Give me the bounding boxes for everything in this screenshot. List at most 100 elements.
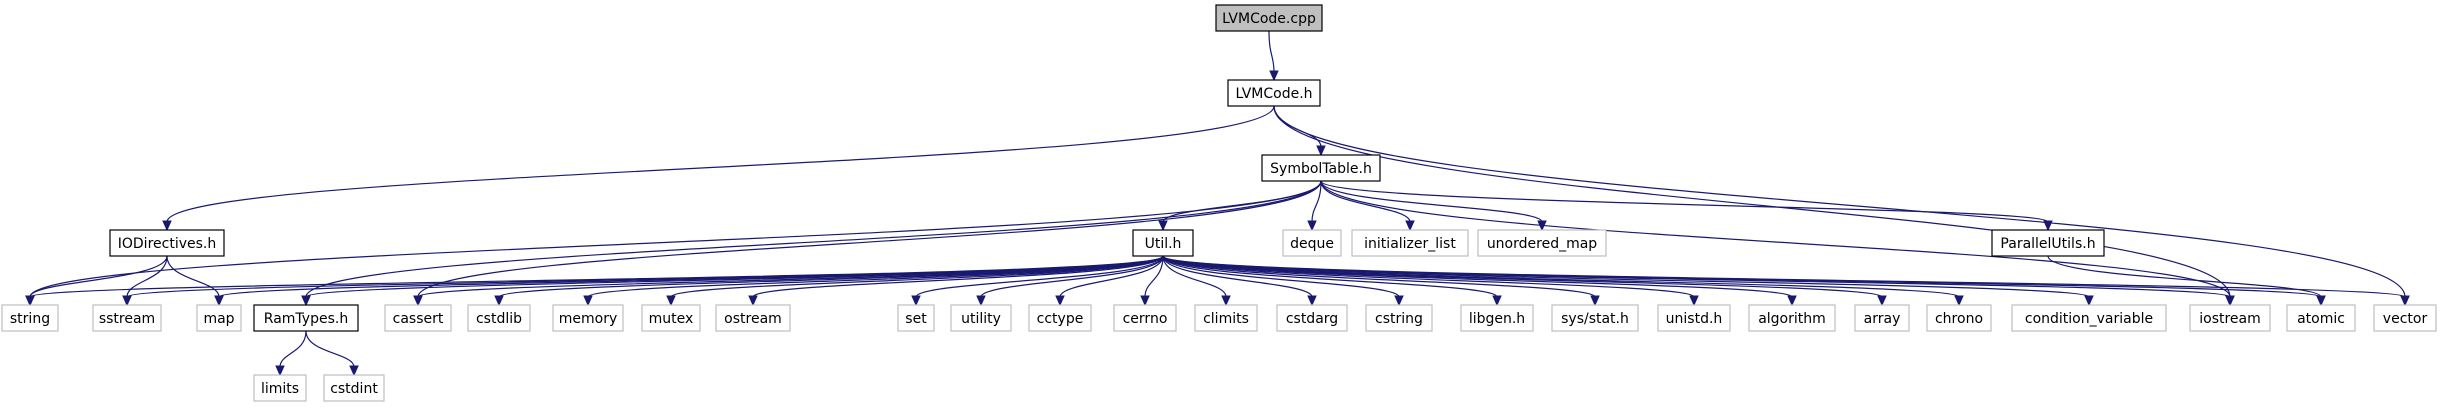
node-cstring: cstring: [1365, 304, 1433, 332]
node-box-lvmcode_h[interactable]: [1227, 79, 1321, 107]
edge-iodirectives_h-to-sstream: [126, 255, 168, 298]
arrowhead-util_h-to-sstream: [122, 295, 132, 307]
node-label-string: string: [10, 311, 50, 327]
node-box-iodirectives_h[interactable]: [109, 229, 225, 257]
arrowhead-util_h-to-utility: [976, 295, 986, 307]
node-lvmcode_cpp[interactable]: LVMCode.cpp: [1215, 4, 1323, 32]
edge-symboltable_h-to-unordered_map: [1320, 180, 1543, 223]
edge-symboltable_h-to-parallelutils_h: [1320, 180, 2049, 223]
edge-symboltable_h-to-string: [29, 180, 1322, 298]
node-ramtypes_h[interactable]: RamTypes.h: [253, 304, 359, 332]
node-label-array: array: [1864, 311, 1901, 327]
edge-util_h-to-sys_stat_h: [1162, 255, 1596, 298]
node-label-cstdint: cstdint: [330, 381, 378, 397]
edge-util_h-to-cstring: [1162, 255, 1400, 298]
node-box-map: [196, 304, 242, 332]
node-box-libgen_h: [1460, 304, 1534, 332]
arrowhead-util_h-to-mutex: [666, 295, 676, 307]
node-libgen_h: libgen.h: [1460, 304, 1534, 332]
edge-util_h-to-unistd_h: [1162, 255, 1695, 298]
node-box-parallelutils_h[interactable]: [1991, 229, 2105, 257]
node-box-iostream: [2189, 304, 2271, 332]
node-label-util_h: Util.h: [1145, 236, 1182, 252]
arrowhead-symboltable_h-to-deque: [1307, 220, 1317, 232]
edge-util_h-to-cstdarg: [1162, 255, 1313, 298]
node-climits: climits: [1194, 304, 1258, 332]
node-box-cstdint: [323, 374, 385, 402]
node-memory: memory: [552, 304, 624, 332]
arrowhead-lvmcode_h-to-iodirectives_h: [162, 220, 172, 232]
node-label-iostream: iostream: [2199, 311, 2261, 327]
node-condition_variable: condition_variable: [2011, 304, 2167, 332]
arrowhead-symboltable_h-to-parallelutils_h: [2043, 220, 2053, 232]
node-label-unordered_map: unordered_map: [1487, 236, 1597, 252]
node-algorithm: algorithm: [1748, 304, 1836, 332]
node-box-ramtypes_h[interactable]: [253, 304, 359, 332]
node-box-ostream: [715, 304, 791, 332]
node-label-symboltable_h: SymbolTable.h: [1270, 161, 1372, 177]
edge-util_h-to-algorithm: [1162, 255, 1793, 298]
node-parallelutils_h[interactable]: ParallelUtils.h: [1991, 229, 2105, 257]
edge-util_h-to-climits: [1162, 255, 1227, 298]
node-label-mutex: mutex: [649, 311, 694, 327]
arrowhead-util_h-to-string: [25, 295, 35, 307]
node-label-memory: memory: [559, 311, 618, 327]
node-label-cassert: cassert: [393, 311, 444, 327]
edge-util_h-to-set: [915, 255, 1164, 298]
node-set: set: [897, 304, 935, 332]
edges-layer: [25, 30, 2410, 377]
node-box-util_h[interactable]: [1132, 229, 1194, 257]
node-label-ostream: ostream: [724, 311, 782, 327]
node-box-string: [1, 304, 59, 332]
node-box-vector: [2373, 304, 2437, 332]
node-label-limits: limits: [261, 381, 299, 397]
node-label-algorithm: algorithm: [1758, 311, 1826, 327]
edge-util_h-to-chrono: [1162, 255, 1960, 298]
edge-util_h-to-utility: [980, 255, 1164, 298]
node-label-lvmcode_cpp: LVMCode.cpp: [1222, 11, 1316, 27]
node-util_h[interactable]: Util.h: [1132, 229, 1194, 257]
arrowhead-util_h-to-cctype: [1055, 295, 1065, 307]
node-label-libgen_h: libgen.h: [1469, 311, 1525, 327]
node-box-symboltable_h[interactable]: [1261, 154, 1381, 182]
arrowhead-symboltable_h-to-util_h: [1158, 220, 1168, 232]
node-label-set: set: [905, 311, 927, 327]
node-box-utility: [950, 304, 1012, 332]
edge-util_h-to-libgen_h: [1162, 255, 1498, 298]
node-box-lvmcode_cpp[interactable]: [1215, 4, 1323, 32]
edge-lvmcode_h-to-iostream: [1273, 105, 2231, 298]
arrowhead-util_h-to-set: [911, 295, 921, 307]
node-label-utility: utility: [961, 311, 1001, 327]
arrowhead-symboltable_h-to-initializer_list: [1405, 220, 1415, 232]
arrowhead-util_h-to-memory: [583, 295, 593, 307]
node-lvmcode_h[interactable]: LVMCode.h: [1227, 79, 1321, 107]
node-sys_stat_h: sys/stat.h: [1551, 304, 1639, 332]
node-cctype: cctype: [1028, 304, 1092, 332]
node-label-lvmcode_h: LVMCode.h: [1235, 86, 1312, 102]
node-label-vector: vector: [2383, 311, 2428, 327]
node-box-sys_stat_h: [1551, 304, 1639, 332]
edge-util_h-to-cctype: [1059, 255, 1164, 298]
edge-util_h-to-condition_variable: [1162, 255, 2090, 298]
node-box-cerrno: [1113, 304, 1177, 332]
edge-parallelutils_h-to-atomic: [2047, 255, 2322, 298]
node-label-climits: climits: [1203, 311, 1249, 327]
edge-symboltable_h-to-deque: [1311, 180, 1322, 223]
node-box-cstdlib: [467, 304, 531, 332]
node-symboltable_h[interactable]: SymbolTable.h: [1261, 154, 1381, 182]
node-box-climits: [1194, 304, 1258, 332]
node-label-cstring: cstring: [1375, 311, 1423, 327]
node-box-memory: [552, 304, 624, 332]
edge-util_h-to-vector: [1162, 255, 2406, 298]
edge-lvmcode_h-to-vector: [1273, 105, 2406, 298]
arrowhead-util_h-to-climits: [1221, 295, 1231, 307]
node-iodirectives_h[interactable]: IODirectives.h: [109, 229, 225, 257]
node-label-cctype: cctype: [1037, 311, 1084, 327]
node-utility: utility: [950, 304, 1012, 332]
node-label-deque: deque: [1290, 236, 1334, 252]
arrowhead-util_h-to-cstring: [1394, 295, 1404, 307]
node-string: string: [1, 304, 59, 332]
edge-symboltable_h-to-util_h: [1162, 180, 1322, 223]
arrowhead-lvmcode_h-to-symboltable_h: [1316, 145, 1326, 157]
